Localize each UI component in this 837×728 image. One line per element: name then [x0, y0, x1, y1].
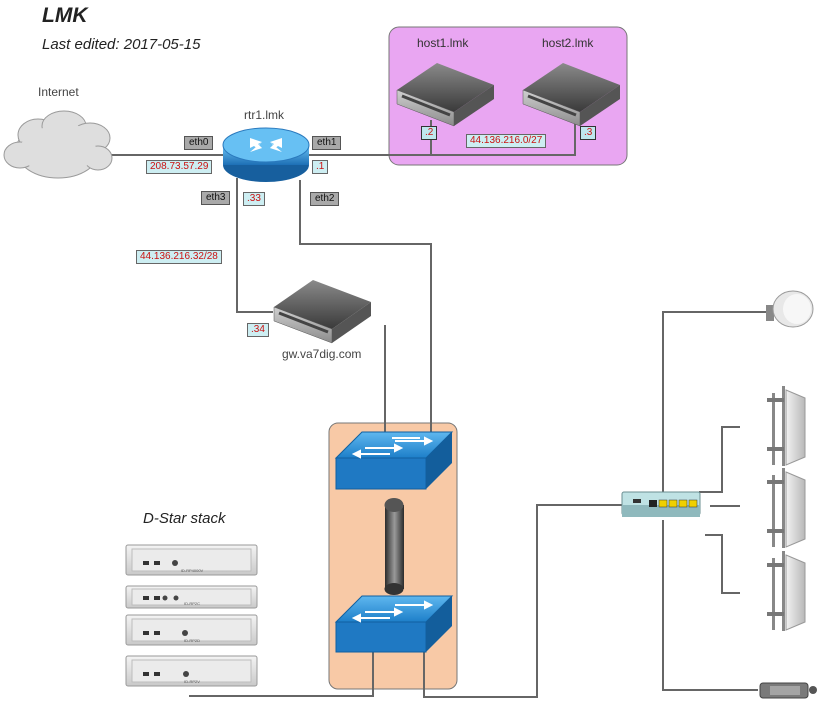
- cables: [110, 120, 768, 698]
- cable-mikrotik-ant1: [699, 426, 740, 493]
- dstar-unit-model-label: ID-RP4000V: [181, 568, 204, 573]
- host-zone: [388, 26, 628, 166]
- outdoor-radio-icon: [759, 682, 817, 699]
- host-subnet-tag: 44.136.216.0/27: [466, 134, 547, 148]
- cable-mikrotik-outdoor: [662, 520, 758, 691]
- internet-label: Internet: [38, 85, 79, 99]
- cable-switch-mikrotik: [423, 504, 622, 698]
- dish-antenna-icon: [766, 290, 814, 328]
- switch-top-icon: [334, 431, 454, 490]
- gateway-label: gw.va7dig.com: [282, 347, 362, 361]
- host1-server-icon: [396, 63, 494, 127]
- router-label: rtr1.lmk: [244, 108, 284, 122]
- page-title: LMK: [42, 4, 88, 27]
- gateway-server-icon: [273, 280, 371, 344]
- cable-mikrotik-ant3: [705, 534, 740, 594]
- dstar-stack: [125, 544, 258, 687]
- gw-address-tag: .34: [247, 323, 269, 337]
- eth1-tag: eth1: [312, 136, 342, 150]
- dstar-stack-title: D-Star stack: [143, 510, 226, 527]
- cable-eth1-hosts: [306, 120, 576, 156]
- dstar-unit-model-label: ID-RP2D: [184, 638, 200, 643]
- eth0-tag: eth0: [184, 136, 214, 150]
- host2-server-icon: [522, 63, 620, 127]
- mikrotik-router-icon: [621, 491, 701, 517]
- sector-antenna-icon-1: [767, 386, 806, 466]
- host2-address-tag: .3: [580, 126, 597, 140]
- stack-link-icon: [384, 498, 404, 595]
- dstar-unit-1: [125, 544, 258, 576]
- dstar-unit-2: [125, 585, 258, 609]
- cable-dstar-switch: [189, 650, 374, 697]
- cloud-icon: [3, 110, 113, 179]
- gw-subnet-tag: 44.136.216.32/28: [136, 250, 222, 264]
- sector-antenna-icon-3: [767, 551, 806, 631]
- dstar-unit-model-label: ID-RP2V: [184, 679, 200, 684]
- dstar-unit-model-label: ID-RP2C: [184, 601, 200, 606]
- last-edited-date: Last edited: 2017-05-15: [42, 36, 201, 53]
- router-eth1-address-tag: .1: [312, 160, 329, 174]
- dstar-unit-3: [125, 614, 258, 646]
- dstar-unit-4: [125, 655, 258, 687]
- cable-mikrotik-dish: [662, 311, 768, 492]
- host1-label: host1.lmk: [417, 36, 469, 50]
- sector-antenna-icon-2: [767, 468, 806, 548]
- cable-eth3-gw: [236, 178, 273, 313]
- host2-label: host2.lmk: [542, 36, 594, 50]
- host1-address-tag: .2: [421, 126, 438, 140]
- router-eth3-address-tag: .33: [243, 192, 265, 206]
- eth3-tag: eth3: [201, 191, 231, 205]
- cable-eth2-switch: [299, 180, 432, 440]
- switch-bottom-icon: [334, 595, 454, 653]
- eth2-tag: eth2: [310, 192, 340, 206]
- router-icon: [222, 127, 310, 182]
- wan-address-tag: 208.73.57.29: [146, 160, 213, 174]
